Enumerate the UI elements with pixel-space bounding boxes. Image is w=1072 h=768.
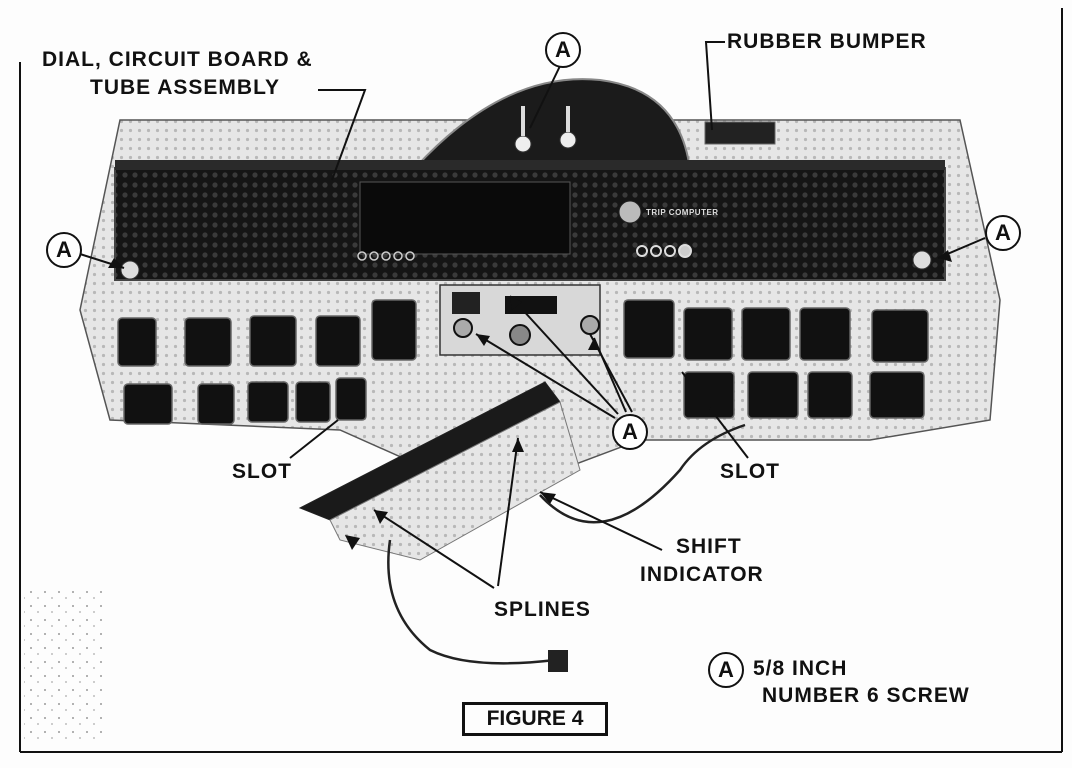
shift-indicator-label-line2: INDICATOR [640, 563, 764, 586]
shift-indicator-label-line1: SHIFT [676, 535, 742, 558]
legend-line2: NUMBER 6 SCREW [762, 684, 970, 707]
legend-line1: 5/8 INCH [753, 657, 848, 680]
left-gauge-cells [117, 299, 417, 425]
right-gauge-cells [623, 299, 929, 419]
callout-a-center: A [612, 414, 648, 450]
leader-lines [79, 41, 986, 589]
center-screw-right [580, 315, 600, 335]
dome-screw-left [514, 135, 532, 153]
dome-screw-right [559, 131, 577, 149]
rubber-bumper [704, 121, 776, 145]
panel-text: TRIP COMPUTER [646, 208, 719, 217]
arrowheads [108, 250, 952, 524]
legend-callout-a: A [708, 652, 744, 688]
slot-label-right: SLOT [720, 460, 780, 483]
figure-caption: FIGURE 4 [462, 702, 608, 736]
center-screw-middle [509, 324, 531, 346]
page-border [19, 8, 1063, 753]
center-screw-left [453, 318, 473, 338]
display-window [359, 181, 571, 255]
trip-computer-knob [618, 200, 642, 224]
speckle-area [24, 590, 104, 740]
slot-label-left: SLOT [232, 460, 292, 483]
right-mount-screw [912, 250, 932, 270]
callout-a-right: A [985, 215, 1021, 251]
splines-cable [387, 539, 556, 665]
indicator-lights-right [636, 244, 692, 258]
callout-a-left: A [46, 232, 82, 268]
shift-indicator-cable [539, 423, 746, 524]
indicator-lights-left [357, 251, 415, 261]
dial-assembly-label-line2: TUBE ASSEMBLY [90, 76, 280, 99]
callout-a-top: A [545, 32, 581, 68]
left-mount-screw [120, 260, 140, 280]
dial-assembly-label-line1: DIAL, CIRCUIT BOARD & [42, 48, 313, 71]
dial-dome [415, 79, 690, 170]
rubber-bumper-label: RUBBER BUMPER [727, 30, 927, 53]
splines-label: SPLINES [494, 598, 591, 621]
